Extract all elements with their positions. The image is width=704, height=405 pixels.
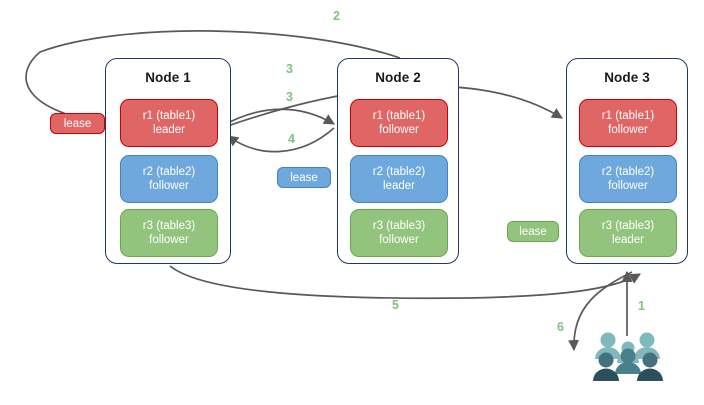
lease-badge-red[interactable]: lease bbox=[50, 113, 105, 134]
step-label-3-upper: 3 bbox=[286, 62, 293, 76]
lease-badge-green[interactable]: lease bbox=[507, 221, 559, 242]
replica-table: r2 (table2) bbox=[601, 165, 655, 178]
users-group-icon bbox=[593, 332, 663, 381]
replica-card[interactable]: r2 (table2) leader bbox=[350, 155, 448, 203]
replica-table: r3 (table3) bbox=[601, 219, 655, 232]
node-box-2[interactable]: Node 2 r1 (table1) follower r2 (table2) … bbox=[337, 58, 459, 264]
replica-card[interactable]: r2 (table2) follower bbox=[579, 155, 677, 203]
step-label-6: 6 bbox=[557, 320, 564, 334]
replica-table: r2 (table2) bbox=[372, 165, 426, 178]
replica-table: r2 (table2) bbox=[142, 165, 196, 178]
replica-card[interactable]: r1 (table1) follower bbox=[579, 99, 677, 147]
replica-role: follower bbox=[608, 180, 648, 192]
replica-card[interactable]: r3 (table3) follower bbox=[120, 209, 218, 257]
node-box-3[interactable]: Node 3 r1 (table1) follower r2 (table2) … bbox=[566, 58, 688, 264]
replica-table: r1 (table1) bbox=[601, 109, 655, 122]
node-title: Node 2 bbox=[375, 70, 421, 85]
lease-badge-blue[interactable]: lease bbox=[277, 167, 331, 188]
replica-role: follower bbox=[149, 234, 189, 246]
edge-step-3b bbox=[221, 108, 335, 127]
step-label-2: 2 bbox=[333, 9, 340, 23]
node-box-1[interactable]: Node 1 r1 (table1) leader r2 (table2) fo… bbox=[105, 58, 231, 264]
replica-table: r1 (table1) bbox=[142, 109, 196, 122]
replica-table: r3 (table3) bbox=[372, 219, 426, 232]
step-label-5: 5 bbox=[392, 298, 399, 312]
replica-role: follower bbox=[149, 180, 189, 192]
replica-role: leader bbox=[383, 180, 415, 192]
step-label-3-lower: 3 bbox=[286, 90, 293, 104]
replica-table: r3 (table3) bbox=[142, 219, 196, 232]
replica-table: r1 (table1) bbox=[372, 109, 426, 122]
replica-role: leader bbox=[612, 234, 644, 246]
replica-card[interactable]: r1 (table1) follower bbox=[350, 99, 448, 147]
step-label-1: 1 bbox=[638, 299, 645, 313]
replica-card[interactable]: r1 (table1) leader bbox=[120, 99, 218, 147]
edge-step-5 bbox=[169, 265, 641, 300]
step-label-4: 4 bbox=[288, 132, 295, 146]
replica-card[interactable]: r3 (table3) follower bbox=[350, 209, 448, 257]
replica-card[interactable]: r2 (table2) follower bbox=[120, 155, 218, 203]
replica-role: follower bbox=[608, 124, 648, 136]
replica-role: follower bbox=[379, 124, 419, 136]
node-title: Node 1 bbox=[145, 70, 191, 85]
replica-role: leader bbox=[153, 124, 185, 136]
edge-step-4 bbox=[227, 127, 335, 153]
replica-card[interactable]: r3 (table3) leader bbox=[579, 209, 677, 257]
replica-role: follower bbox=[379, 234, 419, 246]
node-title: Node 3 bbox=[604, 70, 650, 85]
